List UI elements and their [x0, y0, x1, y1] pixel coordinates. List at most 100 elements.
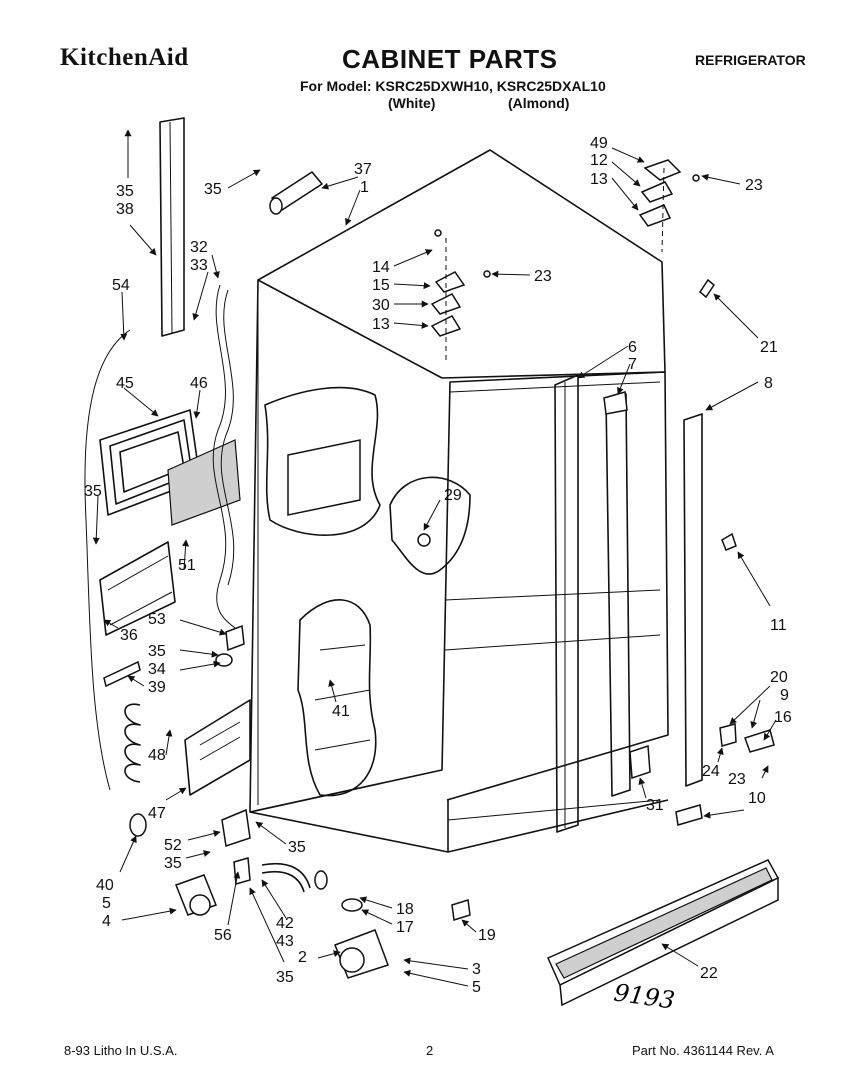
callout-32: 32: [190, 239, 208, 256]
footer-page-number: 2: [426, 1043, 434, 1058]
callout-40: 40: [96, 877, 114, 894]
trim-37: [269, 171, 323, 215]
trim-strip-38: [159, 117, 185, 337]
callout-45: 45: [116, 375, 134, 392]
callout-34: 34: [148, 661, 166, 678]
callout-11: 11: [770, 617, 787, 634]
bracket-39: [103, 660, 141, 688]
callout-23: 23: [728, 771, 746, 788]
callout-13: 13: [372, 316, 390, 333]
callout-4: 4: [102, 913, 111, 930]
callout-48: 48: [148, 747, 166, 764]
callout-2: 2: [298, 949, 307, 966]
clip-53: [225, 624, 245, 652]
page-title: CABINET PARTS: [342, 44, 558, 74]
relay-box-48: [184, 699, 251, 796]
cabinet-shell: [249, 149, 669, 853]
door-trim-strip-6: [554, 374, 579, 833]
callout-52: 52: [164, 837, 182, 854]
variant-white: (White): [388, 95, 436, 111]
callout-35: 35: [288, 839, 306, 856]
model-line: For Model: KSRC25DXWH10, KSRC25DXAL10: [300, 78, 606, 94]
callout-37: 37: [354, 161, 372, 178]
callout-35: 35: [116, 183, 134, 200]
callout-9: 9: [780, 687, 789, 704]
toe-grille-22: [547, 859, 780, 1007]
clamp-34: [215, 653, 233, 667]
cord-coil-40: [124, 703, 147, 837]
callout-42: 42: [276, 915, 294, 932]
callout-35: 35: [164, 855, 182, 872]
callout-3: 3: [472, 961, 481, 978]
callout-35: 35: [276, 969, 294, 986]
clip-31: [629, 744, 651, 780]
callout-22: 22: [700, 965, 718, 982]
callout-23: 23: [745, 177, 763, 194]
callout-35: 35: [84, 483, 102, 500]
callout-5: 5: [102, 895, 111, 912]
bracket-52: [221, 808, 251, 847]
callout-8: 8: [764, 375, 773, 392]
brand-logo: KitchenAid: [60, 44, 189, 71]
callout-46: 46: [190, 375, 208, 392]
callout-33: 33: [190, 257, 208, 274]
door-trim-strip-8: [683, 413, 703, 787]
callout-7: 7: [628, 356, 637, 373]
callout-5: 5: [472, 979, 481, 996]
roller-2: [334, 929, 389, 979]
callout-13: 13: [590, 171, 608, 188]
callout-43: 43: [276, 933, 294, 950]
tube-42: [261, 863, 328, 893]
upper-hinge-center: [430, 229, 491, 360]
variant-almond: (Almond): [508, 95, 570, 111]
wire-harness-32: [84, 284, 236, 791]
cutaway-lower: [297, 599, 377, 797]
callout-12: 12: [590, 152, 608, 169]
cutaway-freezer: [389, 476, 471, 575]
callout-35: 35: [148, 643, 166, 660]
leveler-17: [341, 898, 363, 912]
callout-38: 38: [116, 201, 134, 218]
roller-4: [175, 874, 217, 916]
callout-35: 35: [204, 181, 222, 198]
callout-10: 10: [748, 790, 766, 807]
clip-19: [451, 899, 471, 921]
callout-30: 30: [372, 297, 390, 314]
upper-hinge-right: [638, 159, 700, 253]
handwritten-note: 9193: [612, 979, 676, 1015]
cutaway-upper: [264, 386, 381, 536]
callout-numbers: 35 38 35 37 1 49 12 13 23 14 15 30 13 23…: [84, 135, 792, 996]
callout-41: 41: [332, 703, 350, 720]
callout-29: 29: [444, 487, 462, 504]
leader-arrows: [92, 129, 777, 987]
callout-20: 20: [770, 669, 788, 686]
callout-6: 6: [628, 339, 637, 356]
callout-54: 54: [112, 277, 130, 294]
callout-19: 19: [478, 927, 496, 944]
callout-56: 56: [214, 927, 232, 944]
cap-10: [675, 804, 703, 826]
callout-36: 36: [120, 627, 138, 644]
callout-16: 16: [774, 709, 792, 726]
callout-31: 31: [646, 797, 664, 814]
product-category: REFRIGERATOR: [695, 52, 806, 68]
callout-49: 49: [590, 135, 608, 152]
callout-14: 14: [372, 259, 390, 276]
callout-23: 23: [534, 268, 552, 285]
callout-1: 1: [360, 179, 369, 196]
callout-53: 53: [148, 611, 166, 628]
hinge-lower-24: [719, 723, 775, 753]
clip-11: [721, 532, 737, 551]
heater-46: [167, 439, 241, 526]
callout-18: 18: [396, 901, 414, 918]
callout-17: 17: [396, 919, 414, 936]
door-strip-7: [603, 391, 631, 797]
callout-21: 21: [760, 339, 778, 356]
footer-part-number: Part No. 4361144 Rev. A: [632, 1043, 774, 1058]
clip-21: [699, 278, 715, 299]
callout-39: 39: [148, 679, 166, 696]
callout-47: 47: [148, 805, 166, 822]
callout-15: 15: [372, 277, 390, 294]
panel-36: [99, 541, 176, 636]
